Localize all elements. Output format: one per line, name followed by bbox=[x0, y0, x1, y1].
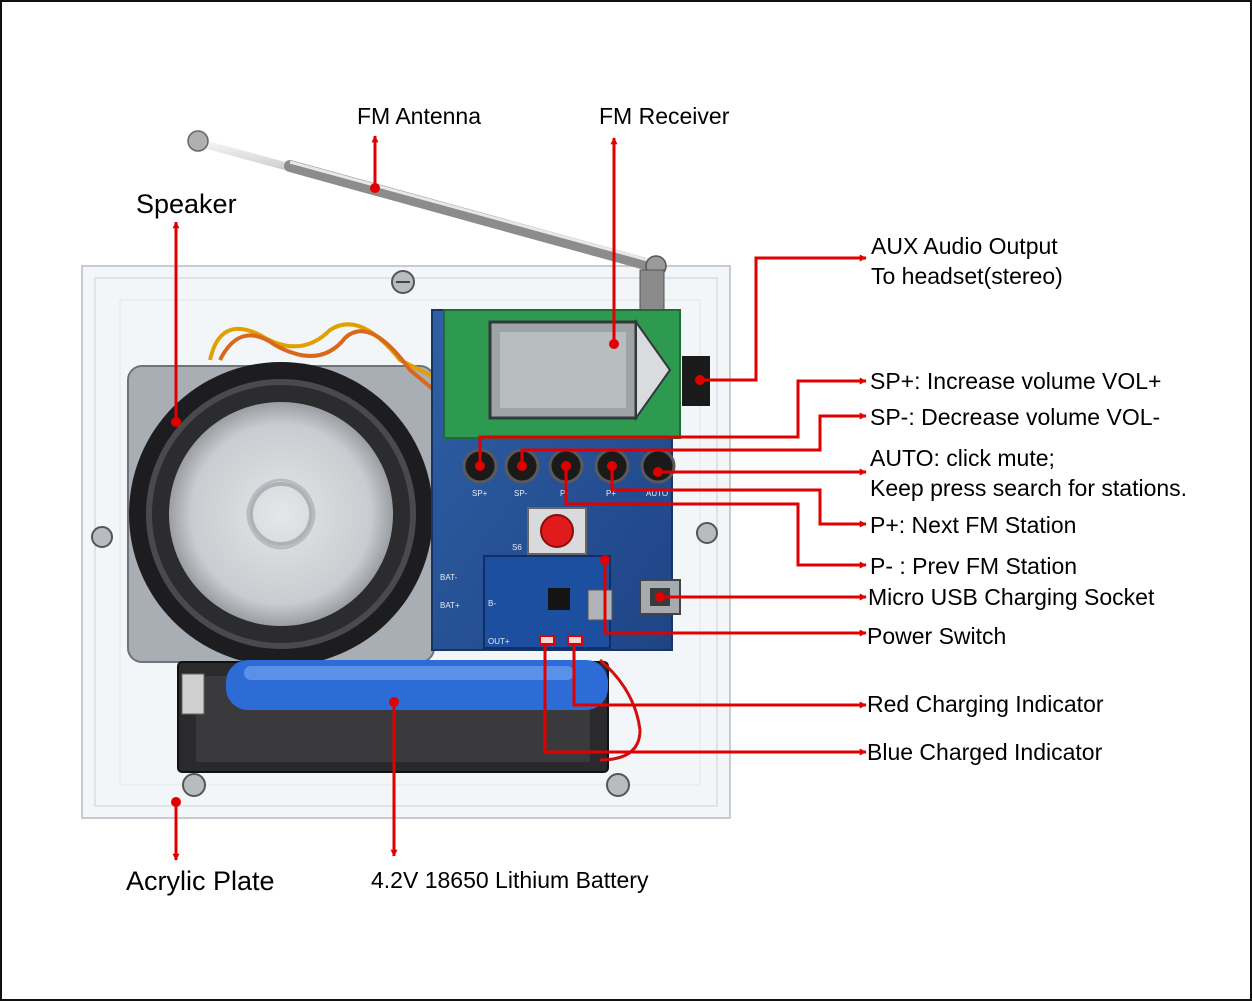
label-power-switch: Power Switch bbox=[867, 623, 1007, 649]
speaker bbox=[127, 362, 435, 666]
label-fm-antenna: FM Antenna bbox=[357, 103, 482, 129]
label-p-plus: P+: Next FM Station bbox=[870, 512, 1077, 538]
label-speaker: Speaker bbox=[136, 189, 237, 219]
button-label-sp-plus: SP+ bbox=[472, 489, 488, 498]
label-sp-minus: SP-: Decrease volume VOL- bbox=[870, 404, 1161, 430]
label-fm-receiver: FM Receiver bbox=[599, 103, 730, 129]
label-auto-line1: AUTO: click mute; bbox=[870, 445, 1055, 471]
label-acrylic-plate: Acrylic Plate bbox=[126, 866, 275, 896]
label-aux-line1: AUX Audio Output bbox=[871, 233, 1058, 259]
label-blue-indicator: Blue Charged Indicator bbox=[867, 739, 1103, 765]
arrow-p-plus bbox=[610, 466, 867, 528]
callout-dots bbox=[171, 183, 705, 807]
battery-holder bbox=[177, 660, 609, 773]
arrow-sp-minus bbox=[520, 412, 867, 466]
label-red-indicator: Red Charging Indicator bbox=[867, 691, 1104, 717]
switch-label: S6 bbox=[512, 543, 522, 552]
label-aux-line2: To headset(stereo) bbox=[871, 263, 1063, 289]
button-label-p-minus: P- bbox=[560, 489, 568, 498]
pcb-label-b-minus: B- bbox=[488, 599, 496, 608]
label-auto-line2: Keep press search for stations. bbox=[870, 475, 1188, 501]
label-micro-usb: Micro USB Charging Socket bbox=[868, 584, 1155, 610]
arrow-aux-output bbox=[700, 254, 867, 382]
pcb-label-bat-plus: BAT+ bbox=[440, 601, 460, 610]
arrow-sp-plus bbox=[478, 377, 867, 466]
button-label-p-plus: P+ bbox=[606, 489, 616, 498]
battery-red-wire bbox=[599, 658, 642, 762]
arrow-red-indicator bbox=[572, 645, 867, 709]
label-battery: 4.2V 18650 Lithium Battery bbox=[371, 867, 649, 893]
label-sp-plus: SP+: Increase volume VOL+ bbox=[870, 368, 1162, 394]
pcb-label-bat-minus: BAT- bbox=[440, 573, 458, 582]
label-p-minus: P- : Prev FM Station bbox=[870, 553, 1078, 579]
arrow-power-switch bbox=[603, 560, 867, 637]
speaker-wires bbox=[208, 322, 442, 397]
pcb-label-out-plus: OUT+ bbox=[488, 637, 510, 646]
button-label-sp-minus: SP- bbox=[514, 489, 528, 498]
arrow-p-minus bbox=[564, 466, 867, 569]
arrow-blue-indicator bbox=[543, 645, 867, 756]
button-label-auto: AUTO bbox=[646, 489, 668, 498]
power-switch: S6 bbox=[512, 507, 587, 555]
fm-antenna bbox=[187, 130, 667, 311]
callout-lines bbox=[172, 135, 867, 861]
